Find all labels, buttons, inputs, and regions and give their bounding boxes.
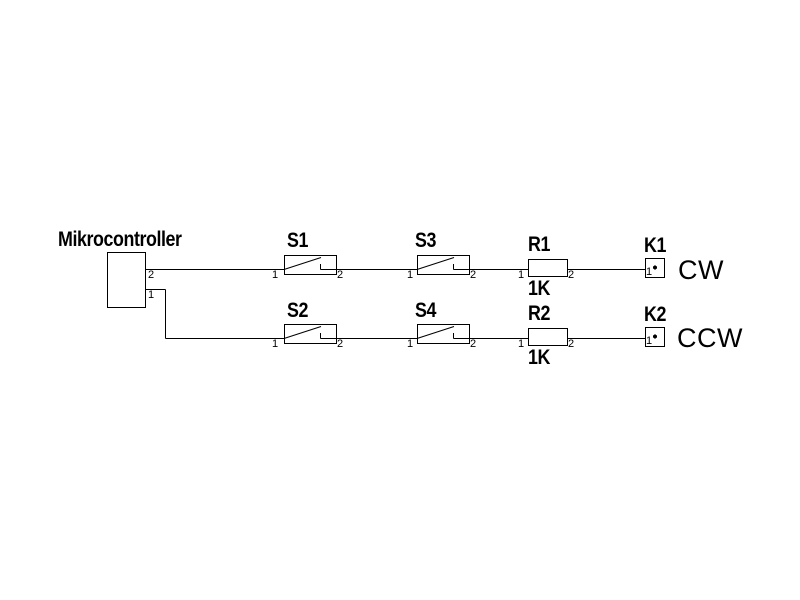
switch-s2-pin-1: 1 [272,338,279,350]
switch-s1-symbol [283,255,337,275]
switch-s3-pin-1: 1 [407,269,414,281]
switch-s3-symbol [416,255,470,275]
switch-s1-pin-1: 1 [272,269,279,281]
resistor-r2-label: R2 [528,302,550,325]
switch-s4-pin-2: 2 [470,338,477,350]
switch-s1-box [284,255,337,275]
resistor-r2-pin-2: 2 [568,338,575,350]
switch-s3-pin-2: 2 [470,269,477,281]
switch-s2-pin-2: 2 [337,338,344,350]
switch-s4-label: S4 [415,299,436,322]
resistor-r2-value: 1K [528,346,550,369]
connector-k2-pin-1: 1 [646,335,653,347]
connector-k1-box [645,258,665,278]
connector-k2-pad [653,334,657,339]
ccw-annotation: CCW [677,323,743,353]
switch-s4-lever [416,326,455,339]
switch-s2-symbol [283,324,337,344]
resistor-r1-value: 1K [528,277,550,300]
switch-s3-lever [416,257,455,270]
microcontroller-label: Mikrocontroller [58,228,182,251]
microcontroller-pin-2: 2 [148,269,155,281]
resistor-r1-label: R1 [528,233,550,256]
connector-k2-label: K2 [644,303,666,326]
cw-annotation: CW [678,255,724,285]
switch-s1-pin-2: 2 [337,269,344,281]
connector-k1-pin-1: 1 [646,266,653,278]
resistor-r1-pin-2: 2 [568,269,575,281]
microcontroller-box [107,252,146,308]
resistor-r1-box [528,259,568,277]
switch-s3-label: S3 [415,229,436,252]
switch-s1-label: S1 [287,229,308,252]
switch-s2-label: S2 [287,299,308,322]
switch-s4-symbol [416,324,470,344]
connector-k1-pad [653,265,657,270]
microcontroller-pin-1: 1 [148,289,155,301]
resistor-r2-box [528,328,568,346]
resistor-r1-pin-1: 1 [518,269,525,281]
connector-k1-symbol [645,258,665,278]
resistor-r2-pin-1: 1 [518,338,525,350]
connector-k2-symbol [645,327,665,347]
connector-k2-box [645,327,665,347]
switch-s2-lever [283,326,322,339]
switch-s1-lever [283,257,322,270]
connector-k1-label: K1 [644,234,666,257]
switch-s4-box [417,324,470,344]
switch-s4-pin-1: 1 [407,338,414,350]
switch-s3-box [417,255,470,275]
switch-s2-box [284,324,337,344]
